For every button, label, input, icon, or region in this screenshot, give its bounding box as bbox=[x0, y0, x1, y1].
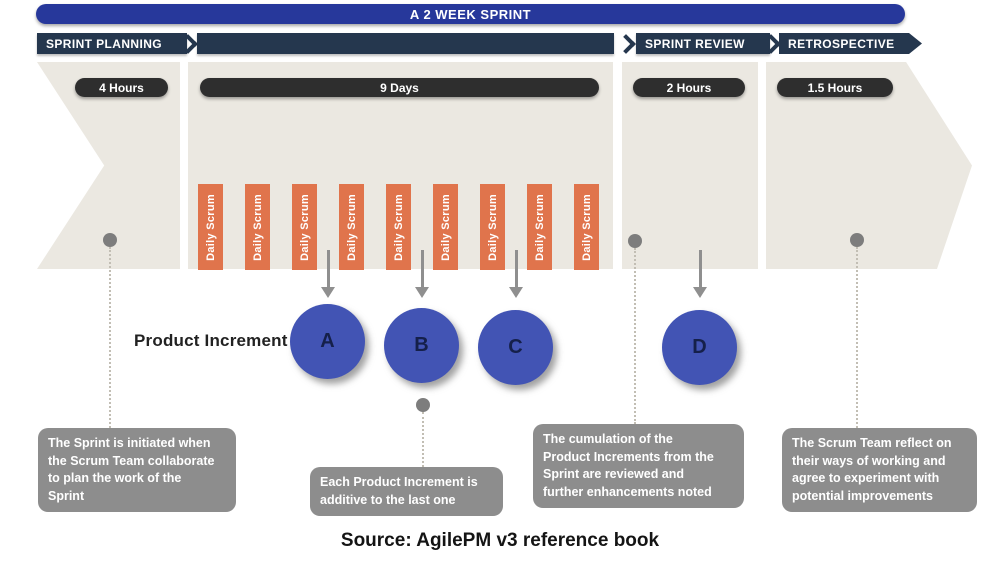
daily-scrum-label: Daily Scrum bbox=[204, 193, 217, 261]
increment-circle-d: D bbox=[662, 310, 737, 385]
product-increment-label: Product Increment bbox=[134, 331, 288, 350]
daily-scrum-label: Daily Scrum bbox=[533, 193, 546, 261]
callout-sprint-planning: The Sprint is initiated when the Scrum T… bbox=[38, 428, 236, 512]
duration-pill-retrospective: 1.5 Hours bbox=[777, 78, 893, 97]
chevron-right-icon bbox=[616, 34, 636, 54]
callout-retrospective: The Scrum Team reflect on their ways of … bbox=[782, 428, 977, 512]
phase-segment-sprint-review: SPRINT REVIEW bbox=[636, 33, 770, 54]
duration-pill-review: 2 Hours bbox=[633, 78, 745, 97]
phase-label-sprint-review: SPRINT REVIEW bbox=[645, 36, 745, 51]
down-arrow-head-icon bbox=[415, 287, 429, 298]
daily-scrum-label: Daily Scrum bbox=[580, 193, 593, 261]
down-arrow bbox=[515, 250, 518, 287]
daily-scrum-bar: Daily Scrum bbox=[574, 184, 599, 270]
connector-dot bbox=[850, 233, 864, 247]
down-arrow bbox=[327, 250, 330, 287]
increment-circle-b: B bbox=[384, 308, 459, 383]
daily-scrum-bar: Daily Scrum bbox=[433, 184, 458, 270]
connector-dot bbox=[103, 233, 117, 247]
connector-dot bbox=[416, 398, 430, 412]
phase-segment-sprint-planning: SPRINT PLANNING bbox=[37, 33, 187, 54]
phase-segment-retrospective: RETROSPECTIVE bbox=[779, 33, 922, 54]
callout-product-increment: Each Product Increment is additive to th… bbox=[310, 467, 503, 516]
daily-scrum-label: Daily Scrum bbox=[392, 193, 405, 261]
phase-label-sprint-planning: SPRINT PLANNING bbox=[46, 36, 163, 51]
daily-scrum-bar: Daily Scrum bbox=[198, 184, 223, 270]
two-week-sprint-banner: A 2 WEEK SPRINT bbox=[36, 4, 905, 24]
connector-dot bbox=[628, 234, 642, 248]
daily-scrum-bar: Daily Scrum bbox=[339, 184, 364, 270]
phase-label-retrospective: RETROSPECTIVE bbox=[788, 36, 895, 51]
daily-scrum-bar: Daily Scrum bbox=[527, 184, 552, 270]
connector-line bbox=[422, 412, 424, 467]
phase-segment-sprint-execution bbox=[197, 33, 614, 54]
daily-scrum-bar: Daily Scrum bbox=[386, 184, 411, 270]
down-arrow bbox=[421, 250, 424, 287]
down-arrow-head-icon bbox=[321, 287, 335, 298]
duration-pill-planning: 4 Hours bbox=[75, 78, 168, 97]
daily-scrum-label: Daily Scrum bbox=[439, 193, 452, 261]
source-caption: Source: AgilePM v3 reference book bbox=[340, 530, 660, 551]
daily-scrum-label: Daily Scrum bbox=[486, 193, 499, 261]
daily-scrum-label: Daily Scrum bbox=[298, 193, 311, 261]
callout-sprint-review: The cumulation of the Product Increments… bbox=[533, 424, 744, 508]
down-arrow-head-icon bbox=[509, 287, 523, 298]
increment-circle-a: A bbox=[290, 304, 365, 379]
duration-pill-execution: 9 Days bbox=[200, 78, 599, 97]
daily-scrum-bar: Daily Scrum bbox=[292, 184, 317, 270]
down-arrow-head-icon bbox=[693, 287, 707, 298]
connector-line bbox=[856, 247, 858, 428]
connector-line bbox=[634, 248, 636, 424]
daily-scrum-label: Daily Scrum bbox=[251, 193, 264, 261]
increment-circle-c: C bbox=[478, 310, 553, 385]
daily-scrum-bar: Daily Scrum bbox=[245, 184, 270, 270]
connector-line bbox=[109, 247, 111, 428]
daily-scrum-label: Daily Scrum bbox=[345, 193, 358, 261]
down-arrow bbox=[699, 250, 702, 287]
daily-scrum-bar: Daily Scrum bbox=[480, 184, 505, 270]
